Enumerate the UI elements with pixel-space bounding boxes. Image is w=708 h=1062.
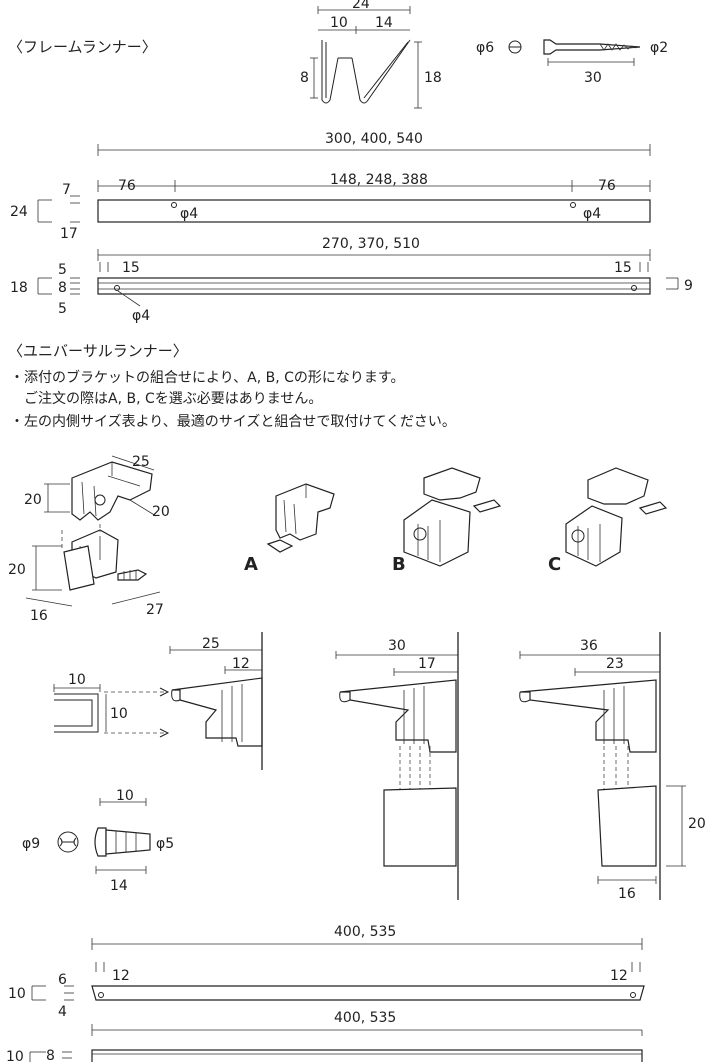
frame-rail-1 — [37, 144, 651, 223]
side-view-b — [335, 632, 459, 900]
universal-screw — [57, 798, 151, 874]
rail1-middle: 148, 248, 388 — [330, 172, 428, 188]
screw-head-dim: φ6 — [476, 40, 494, 56]
rail2-height: 18 — [10, 280, 28, 296]
rail1-height: 24 — [10, 204, 28, 220]
screw-side-icon — [543, 39, 641, 66]
bracket-bot-d: 27 — [146, 602, 164, 618]
bracket-c-illustration — [565, 467, 668, 567]
clip-w: 10 — [68, 672, 86, 688]
side-b-inner: 17 — [418, 656, 436, 672]
side-view-a — [169, 632, 263, 770]
rail1-left: 76 — [118, 178, 136, 194]
screw-len-dim-u: 14 — [110, 878, 128, 894]
rail1-overall: 300, 400, 540 — [325, 131, 423, 147]
note-line-1: ・添付のブラケットの組合せにより、A, B, Cの形になります。 — [10, 369, 405, 386]
dim-clip-top: 24 — [352, 0, 370, 12]
screw-length-dim: 30 — [584, 70, 602, 86]
urail1-overall: 400, 535 — [334, 924, 396, 940]
rail2-overall: 270, 370, 510 — [322, 236, 420, 252]
dim-clip-h-left: 8 — [300, 70, 309, 86]
bracket-a-illustration — [266, 483, 335, 553]
side-c-block-h: 20 — [688, 816, 706, 832]
rail1-right: 76 — [598, 178, 616, 194]
screw-head-icon — [508, 40, 522, 54]
rail2-b: 8 — [58, 280, 67, 296]
dim-clip-h-right: 18 — [424, 70, 442, 86]
rail2-c: 5 — [58, 301, 67, 317]
screw-top-dim: 10 — [116, 788, 134, 804]
rail2-side: 9 — [684, 278, 693, 294]
note-line-2: ご注文の際はA, B, Cを選ぶ必要はありません。 — [10, 391, 322, 407]
label-c: C — [548, 554, 561, 575]
urail1-right: 12 — [610, 968, 628, 984]
side-a-total: 25 — [202, 636, 220, 652]
universal-clip — [53, 684, 170, 738]
frame-runner-clip — [310, 6, 422, 109]
universal-rail-2 — [29, 1024, 643, 1062]
side-b-total: 30 — [388, 638, 406, 654]
side-c-total: 36 — [580, 638, 598, 654]
urail1-left: 12 — [112, 968, 130, 984]
urail1-b: 4 — [58, 1004, 67, 1020]
frame-runner-title: 〈フレームランナー〉 — [8, 38, 157, 56]
rail1-hole-right: φ4 — [583, 206, 601, 222]
urail1-a: 6 — [58, 972, 67, 988]
rail2-a: 5 — [58, 262, 67, 278]
bracket-b-illustration — [403, 467, 502, 567]
side-view-c — [519, 632, 686, 900]
universal-runner-title: 〈ユニバーサルランナー〉 — [8, 342, 188, 360]
urail2-h: 10 — [6, 1049, 24, 1062]
urail1-h: 10 — [8, 986, 26, 1002]
screw-tip-dim: φ2 — [650, 40, 668, 56]
screw-tip-dim-u: φ5 — [156, 836, 174, 852]
bracket-exploded-view — [25, 455, 161, 607]
frame-rail-2 — [37, 249, 679, 307]
bracket-top-h: 20 — [24, 492, 42, 508]
rail2-left: 15 — [122, 260, 140, 276]
side-a-inner: 12 — [232, 656, 250, 672]
bracket-top-w: 25 — [132, 454, 150, 470]
label-a: A — [244, 554, 258, 575]
rail1-bottom-gap: 17 — [60, 226, 78, 242]
rail2-hole: φ4 — [132, 308, 150, 324]
bracket-bot-h: 20 — [8, 562, 26, 578]
label-b: B — [392, 554, 406, 575]
screw-head-dim-u: φ9 — [22, 836, 40, 852]
urail2-a: 8 — [46, 1048, 55, 1062]
rail1-top-gap: 7 — [62, 182, 71, 198]
bracket-top-d: 20 — [152, 504, 170, 520]
clip-h: 10 — [110, 706, 128, 722]
side-c-block-w: 16 — [618, 886, 636, 902]
urail2-overall: 400, 535 — [334, 1010, 396, 1026]
dim-clip-right: 14 — [375, 15, 393, 31]
rail2-right: 15 — [614, 260, 632, 276]
dim-clip-left: 10 — [330, 15, 348, 31]
rail1-hole-left: φ4 — [180, 206, 198, 222]
bracket-bot-w: 16 — [30, 608, 48, 624]
universal-rail-1 — [31, 938, 645, 1001]
note-line-3: ・左の内側サイズ表より、最適のサイズと組合せで取付けてください。 — [10, 413, 456, 430]
side-c-inner: 23 — [606, 656, 624, 672]
